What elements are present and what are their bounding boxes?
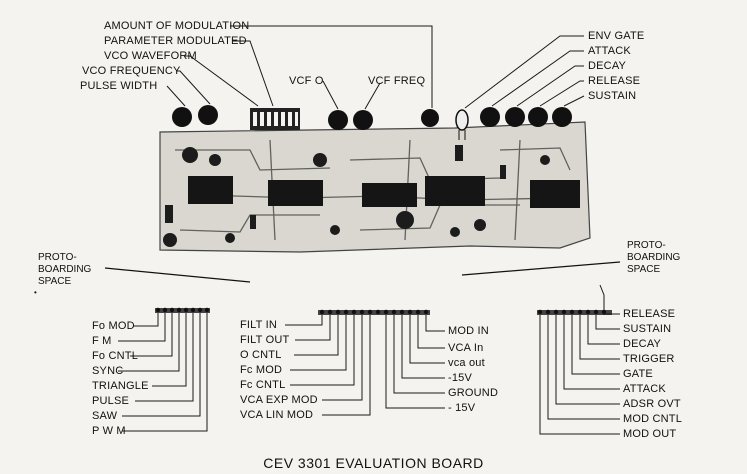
- right-connector: [537, 309, 612, 315]
- ic-chip-2: [268, 180, 323, 206]
- label-vco-waveform: VCO WAVEFORM: [104, 50, 197, 62]
- pin-label-mod-in: MOD IN: [448, 325, 489, 337]
- pin-label-pwm: P W M: [92, 425, 126, 437]
- label-protoboarding-left: PROTO- BOARDING SPACE: [38, 252, 92, 287]
- release-knob: [528, 107, 548, 127]
- pin-label-attack: ATTACK: [623, 383, 666, 395]
- pin-label-fo-cntl: Fo CNTL: [92, 350, 139, 362]
- env-gate-knob: [421, 109, 439, 127]
- pin-label-mod-out: MOD OUT: [623, 428, 677, 440]
- vcf-o-knob: [328, 110, 348, 130]
- margin-mark: •: [34, 288, 37, 297]
- pin-label-saw: SAW: [92, 410, 118, 422]
- pin-label-fc-mod: Fc MOD: [240, 364, 283, 376]
- pin-label-ground: GROUND: [448, 387, 499, 399]
- middle-connector: [318, 309, 430, 315]
- diagram-title: CEV 3301 EVALUATION BOARD: [263, 455, 484, 471]
- ic-chip-3: [362, 183, 417, 207]
- label-vco-frequency: VCO FREQUENCY: [82, 65, 181, 77]
- decay-knob: [505, 107, 525, 127]
- label-attack: ATTACK: [588, 45, 631, 57]
- pin-label-minus-15v-a: -15V: [448, 372, 473, 384]
- dip-switch-block: [250, 108, 300, 130]
- pin-label-filt-out: FILT OUT: [240, 334, 290, 346]
- label-parameter-modulated: PARAMETER MODULATED: [104, 35, 247, 47]
- label-release-top: RELEASE: [588, 75, 641, 87]
- attack-knob: [480, 107, 500, 127]
- vcf-freq-knob: [353, 110, 373, 130]
- pin-label-vca-out: vca out: [448, 357, 485, 369]
- vco-frequency-knob: [198, 105, 218, 125]
- pin-label-sync: SYNC: [92, 365, 124, 377]
- label-decay: DECAY: [588, 60, 627, 72]
- ic-chip-1: [188, 176, 233, 204]
- label-vcf-o: VCF O: [289, 75, 324, 87]
- pin-label-vca-in: VCA In: [448, 342, 484, 354]
- pin-label-fc-cntl: Fc CNTL: [240, 379, 286, 391]
- pin-label-fo-mod: Fo MOD: [92, 320, 135, 332]
- sustain-knob: [552, 107, 572, 127]
- pin-label-minus-15v-b: - 15V: [448, 402, 476, 414]
- pin-label-mod-cntl: MOD CNTL: [623, 413, 683, 425]
- pin-label-fm: F M: [92, 335, 112, 347]
- left-connector: [155, 307, 210, 313]
- pin-label-adsr-out: ADSR OVT: [623, 398, 681, 410]
- pin-label-decay: DECAY: [623, 338, 662, 350]
- label-protoboarding-right: PROTO- BOARDING SPACE: [627, 240, 681, 275]
- pulse-width-knob: [172, 107, 192, 127]
- pin-label-vca-lin-mod: VCA LIN MOD: [240, 409, 314, 421]
- pin-label-filt-in: FILT IN: [240, 319, 278, 331]
- ic-chip-4: [425, 176, 485, 206]
- circuit-board: [159, 121, 591, 253]
- pin-label-q-cntl: O CNTL: [240, 349, 282, 361]
- pin-label-sustain: SUSTAIN: [623, 323, 672, 335]
- label-pulse-width: PULSE WIDTH: [80, 80, 158, 92]
- env-gate-led: [455, 109, 469, 140]
- pin-label-pulse: PULSE: [92, 395, 130, 407]
- pin-label-gate: GATE: [623, 368, 653, 380]
- pin-label-trigger: TRIGGER: [623, 353, 675, 365]
- label-vcf-freq: VCF FREQ: [368, 75, 426, 87]
- pin-label-release: RELEASE: [623, 308, 676, 320]
- pin-label-triangle: TRIANGLE: [92, 380, 149, 392]
- label-sustain-top: SUSTAIN: [588, 90, 637, 102]
- pin-label-vca-exp-mod: VCA EXP MOD: [240, 394, 318, 406]
- ic-chip-5: [530, 180, 580, 208]
- label-env-gate: ENV GATE: [588, 30, 645, 42]
- label-amount-of-modulation: AMOUNT OF MODULATION: [104, 20, 250, 32]
